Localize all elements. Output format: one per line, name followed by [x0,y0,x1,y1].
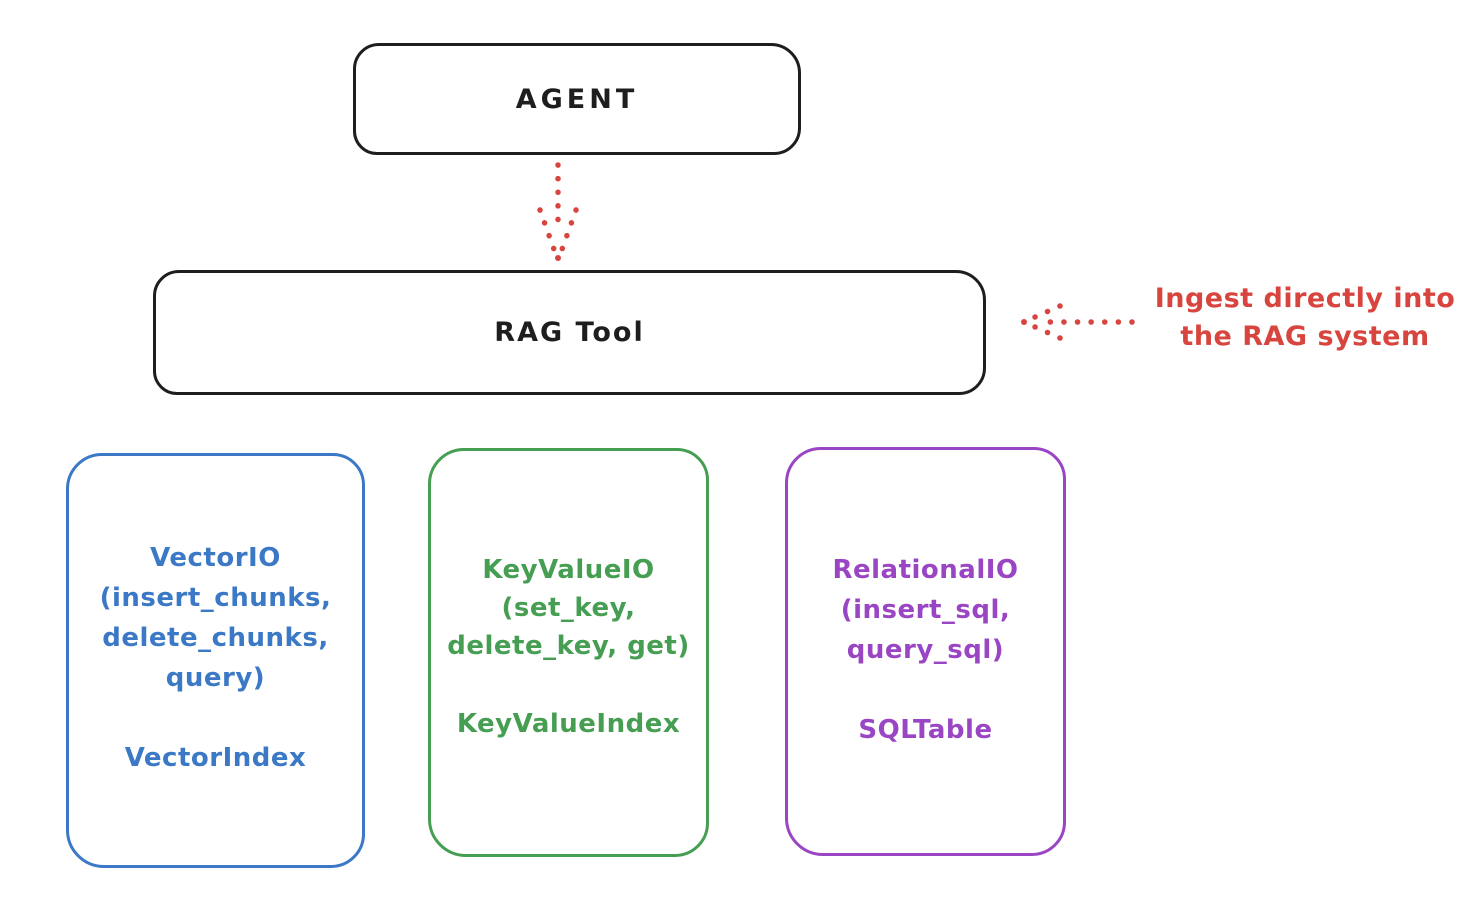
agent-box-label: AGENT [515,83,639,115]
vector-index-label: VectorIndex [124,743,307,773]
ingest-annotation-line1: Ingest directly into [1154,283,1456,314]
keyvalue-io-box: KeyValueIO (set_key, delete_key, get) Ke… [428,448,709,857]
keyvalue-index-label: KeyValueIndex [456,709,681,739]
ingest-annotation-arrow-icon [1021,303,1135,341]
backend-line: VectorIO [150,543,281,573]
backend-line: (set_key, [501,593,636,623]
vector-io-text: VectorIO (insert_chunks, delete_chunks, … [69,538,362,778]
backend-line: (insert_sql, [840,595,1011,625]
spacer [788,670,1063,710]
spacer [431,665,706,705]
rag-tool-box: RAG Tool [153,270,986,395]
keyvalue-io-text: KeyValueIO (set_key, delete_key, get) Ke… [431,551,706,743]
backend-line: delete_chunks, [102,623,329,653]
backend-line: query_sql) [846,635,1005,665]
backend-line: KeyValueIO [482,555,655,585]
backend-line: delete_key, get) [447,631,690,661]
agent-box: AGENT [353,43,801,155]
rag-tool-box-label: RAG Tool [494,317,645,348]
ingest-annotation: Ingest directly into the RAG system [1130,280,1480,356]
ingest-annotation-line2: the RAG system [1180,321,1430,352]
relational-io-box: RelationalIO (insert_sql, query_sql) SQL… [785,447,1066,856]
sql-table-label: SQLTable [858,715,993,745]
vector-io-box: VectorIO (insert_chunks, delete_chunks, … [66,453,365,868]
backend-line: query) [165,663,266,693]
spacer [69,698,362,738]
relational-io-text: RelationalIO (insert_sql, query_sql) SQL… [788,550,1063,750]
backend-line: RelationalIO [832,555,1019,585]
backend-line: (insert_chunks, [99,583,332,613]
agent-to-ragtool-arrow-icon [537,162,579,261]
